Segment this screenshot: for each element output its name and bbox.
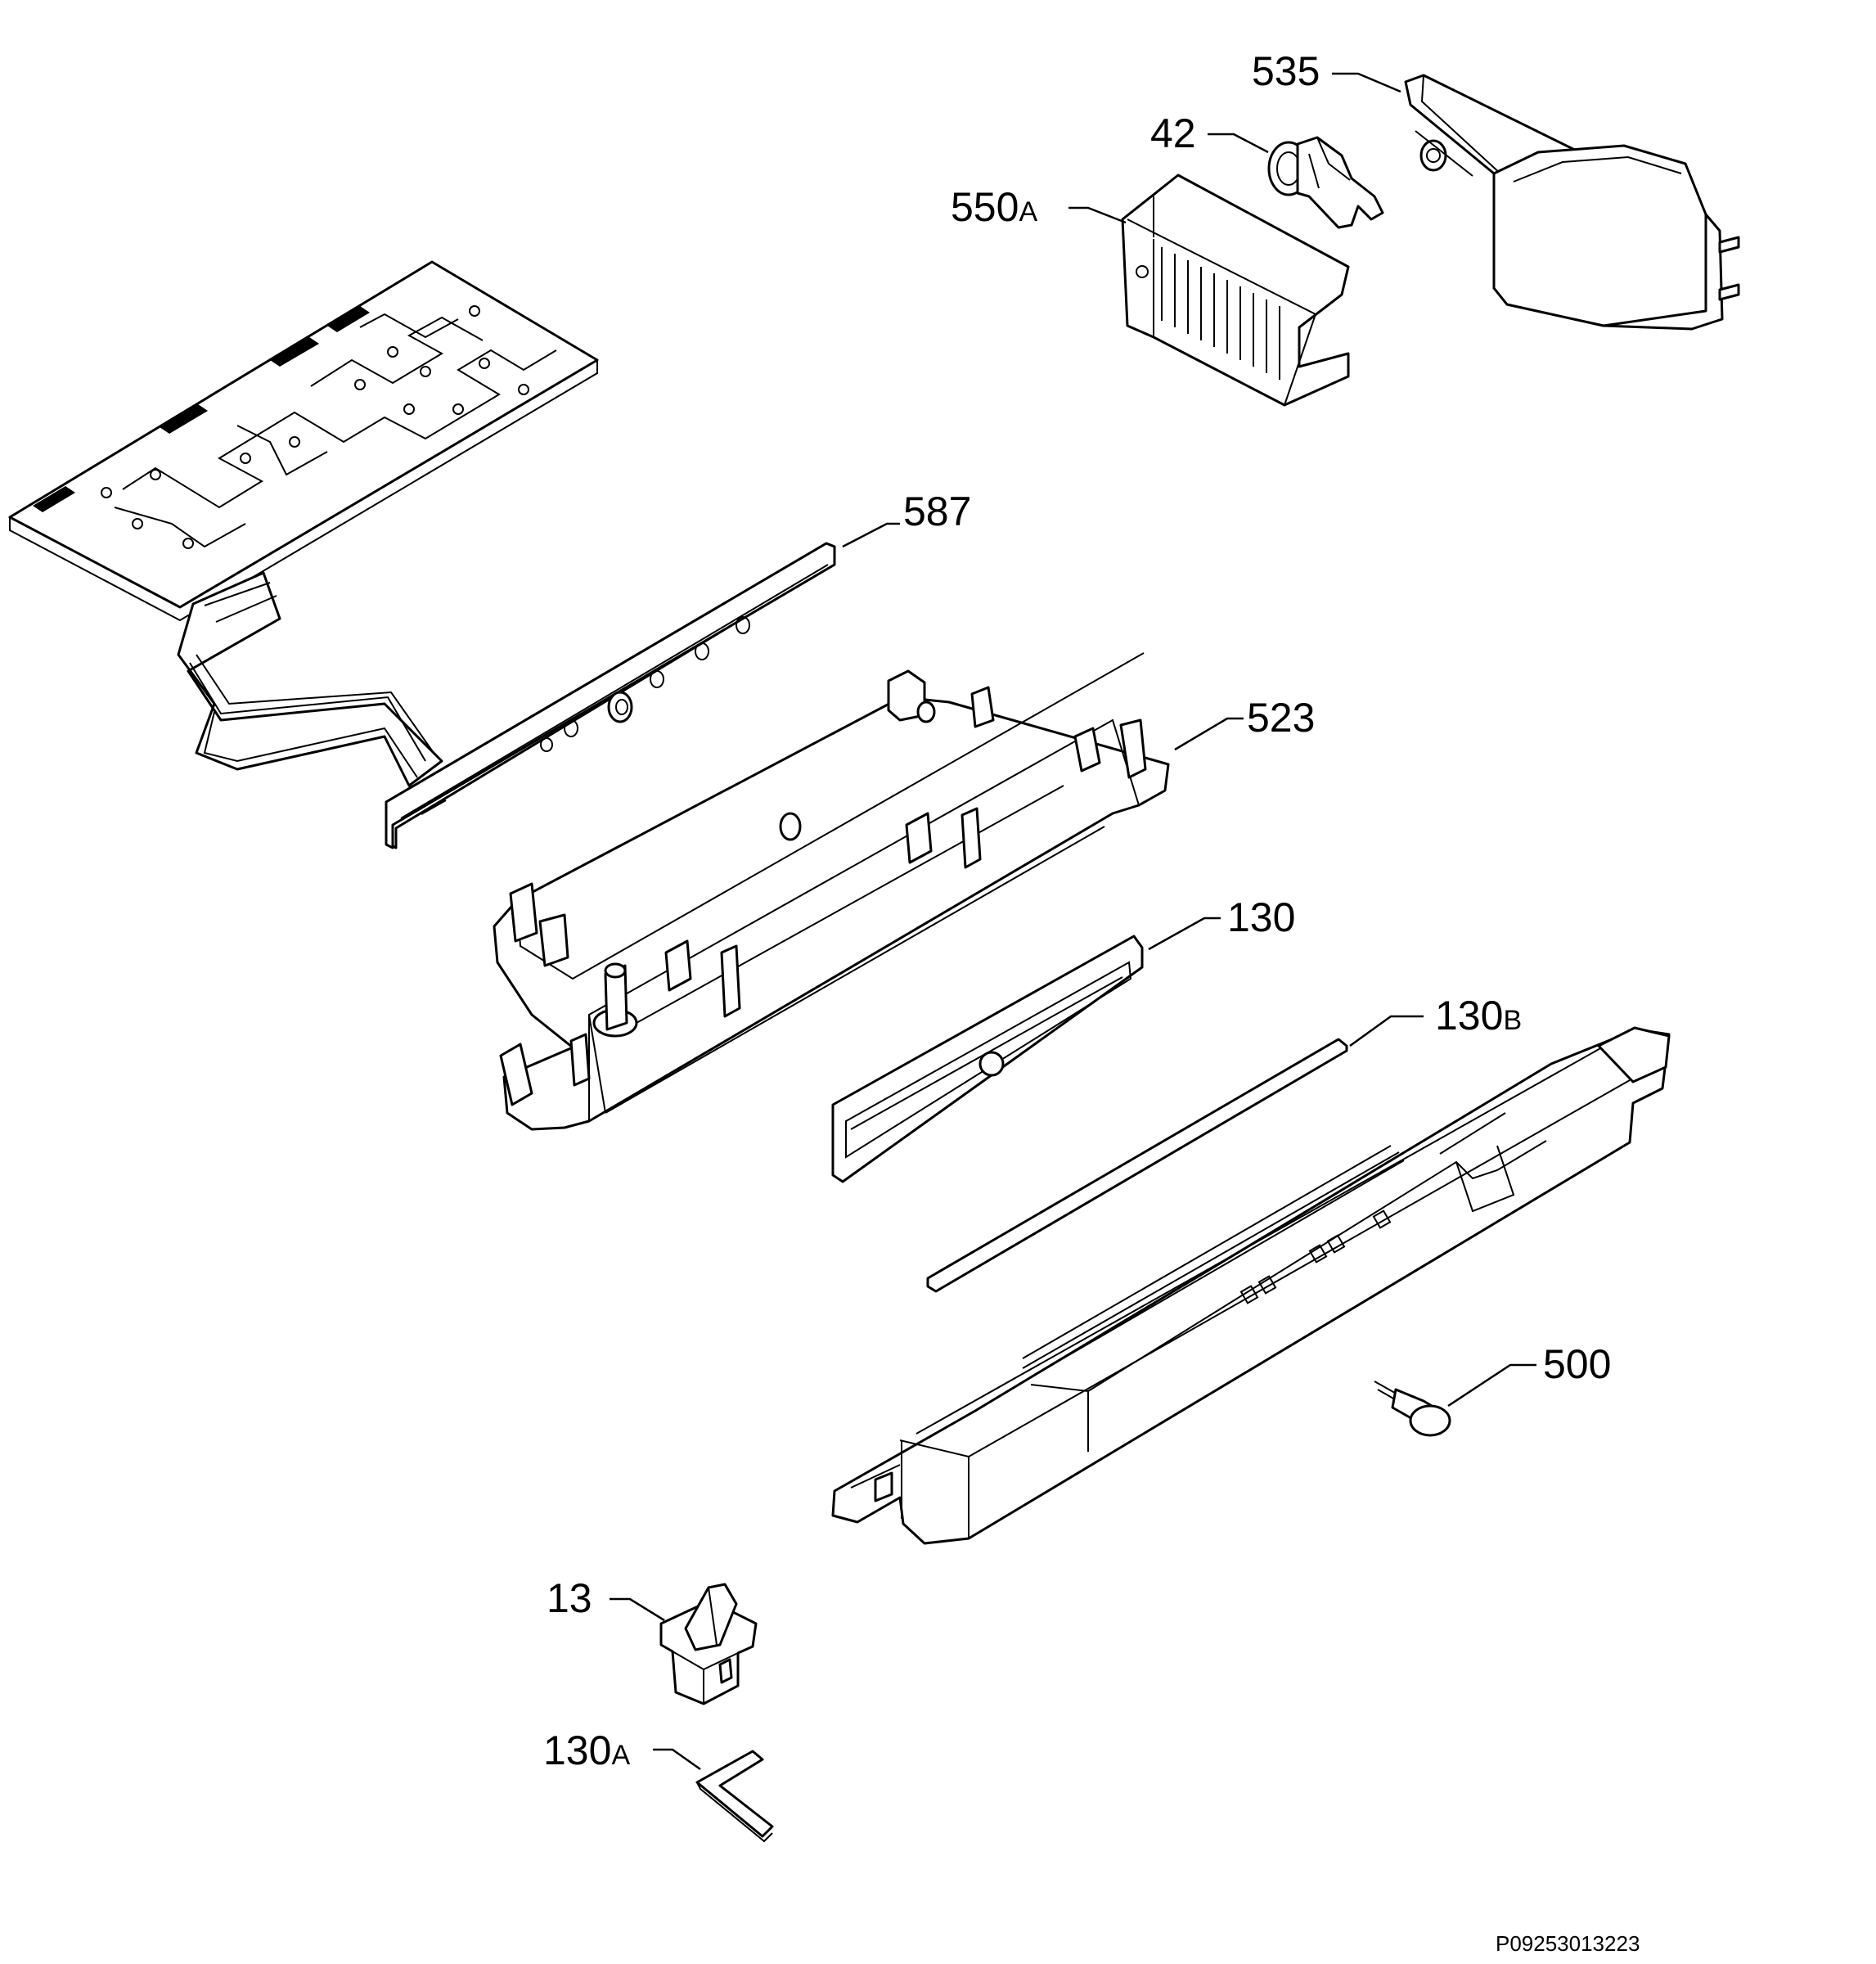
label-500: 500: [1543, 1341, 1611, 1387]
part-587-display-strip: [385, 542, 836, 849]
part-42-lamp-holder: [1267, 136, 1384, 229]
label-523: 523: [1247, 695, 1315, 741]
label-550a: 550A: [951, 184, 1037, 230]
part-13-rocker-switch: [659, 1583, 758, 1705]
drawing-code: P09253013223: [1496, 1931, 1640, 1956]
label-535: 535: [1252, 48, 1320, 94]
part-500-lamp: [1374, 1381, 1451, 1437]
label-42: 42: [1150, 110, 1196, 156]
label-13: 13: [547, 1575, 592, 1621]
label-130: 130: [1227, 894, 1295, 940]
part-550a-ribbed-cover: [1121, 173, 1350, 407]
part-130b-light-guide: [926, 1038, 1348, 1293]
label-130b: 130B: [1435, 993, 1522, 1038]
part-130-window-frame: [831, 935, 1144, 1183]
part-130a-corner-strip: [695, 1750, 774, 1843]
part-control-panel-housing: [831, 1026, 1671, 1545]
label-587: 587: [903, 489, 971, 534]
part-523-control-frame: [493, 652, 1170, 1131]
leader-lines: [610, 72, 1536, 1771]
part-535-end-cap: [1404, 74, 1740, 331]
part-control-pcb: [8, 260, 599, 787]
part-labels: 535 42 550A 587 523 130 130B 500 13 130A: [543, 48, 1611, 1773]
label-130a: 130A: [543, 1728, 630, 1773]
